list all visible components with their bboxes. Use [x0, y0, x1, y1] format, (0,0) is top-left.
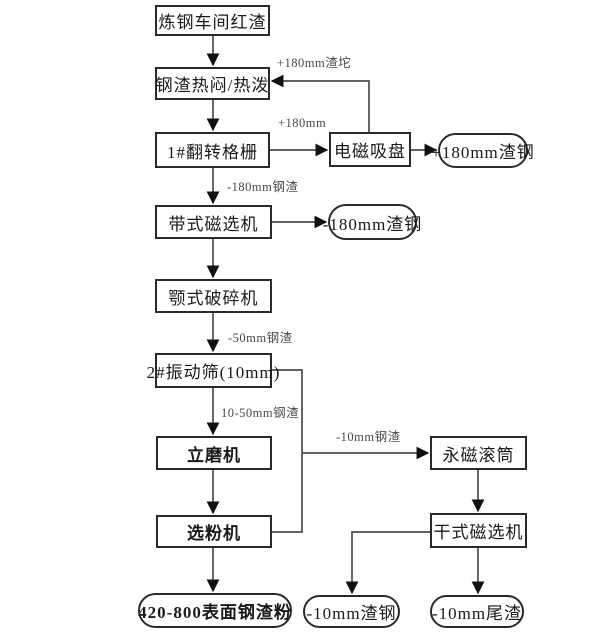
node-minus10mm-tail-slag: -10mm尾渣	[430, 595, 524, 628]
node-steelmaking-red-slag: 炼钢车间红渣	[155, 5, 270, 36]
node-vertical-mill: 立磨机	[156, 436, 272, 470]
node-product-slag-powder: 420-800表面钢渣粉	[138, 593, 292, 628]
node-vibrating-screen-2: 2#振动筛(10mm)	[147, 353, 279, 388]
node-minus180mm-slag-steel: -180mm渣钢	[323, 204, 421, 240]
node-dry-magnetic-separator: 干式磁选机	[430, 513, 527, 548]
edge-label-minus10mm-slag: -10mm钢渣	[336, 430, 401, 444]
edge-label-minus50mm-slag: -50mm钢渣	[228, 331, 293, 345]
edge-label-10-50mm-slag: 10-50mm钢渣	[221, 406, 300, 420]
node-minus10mm-slag-steel: -10mm渣钢	[303, 595, 400, 628]
arrow-chuck-feedback-to-hotstew	[270, 74, 370, 132]
edge-label-plus180mm-lump: +180mm渣坨	[277, 56, 352, 70]
node-hot-stewing-splashing: 钢渣热闷/热泼	[155, 67, 270, 100]
node-jaw-crusher: 颚式破碎机	[155, 279, 272, 313]
node-permanent-magnet-drum: 永磁滚筒	[430, 436, 527, 470]
node-flip-grid-1: 1#翻转格栅	[155, 132, 270, 168]
node-powder-separator: 选粉机	[156, 515, 272, 548]
edge-label-minus180mm-slag: -180mm钢渣	[227, 180, 299, 194]
arrow-drysep-to-minus10steel	[345, 531, 430, 595]
node-belt-magnetic-separator: 带式磁选机	[155, 205, 272, 239]
node-electromagnetic-chuck: 电磁吸盘	[329, 132, 411, 167]
node-plus180mm-slag-steel: +180mm渣钢	[431, 133, 534, 168]
edge-label-plus180mm: +180mm	[278, 116, 327, 130]
line-screen-powdersep-branch	[272, 369, 303, 533]
